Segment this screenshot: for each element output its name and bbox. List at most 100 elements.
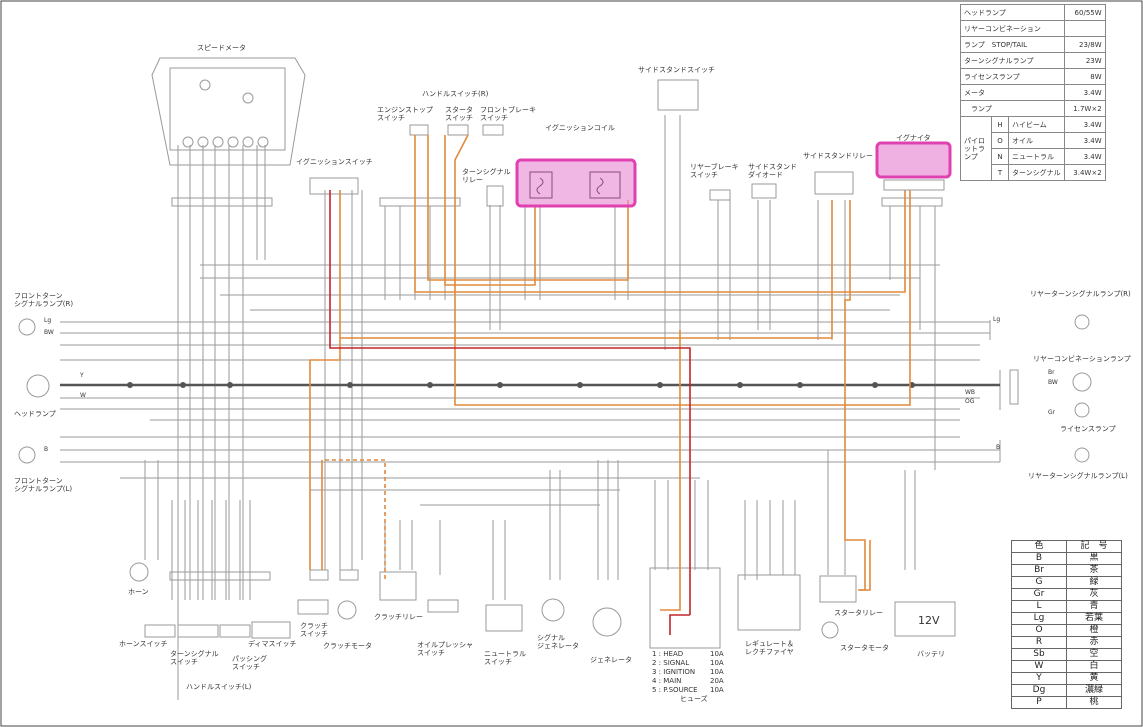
generator-label: ジェネレータ (590, 656, 632, 664)
wire-code: WB (965, 389, 976, 396)
wire-code: B (44, 446, 49, 453)
fuse-item: 2 : SIGNAL 10A (652, 659, 724, 668)
wire-code: Y (80, 372, 84, 379)
speedometer-label: スピードメータ (197, 44, 246, 52)
ignition-switch-label: イグニッションスイッチ (296, 158, 373, 166)
spec-name: ヘッドランプ (960, 4, 1065, 21)
horn-label: ホーン (128, 588, 149, 596)
pilot-value: 3.4W (1063, 116, 1106, 133)
pilot-name: オイル (1008, 132, 1065, 149)
legend-code: P (1011, 696, 1067, 709)
wire-code: BW (44, 329, 54, 336)
front-turn-r-label: フロントターン シグナルランプ(R) (14, 292, 74, 308)
pilot-value: 3.4W (1063, 148, 1106, 165)
neutral-switch-label: ニュートラル スイッチ (484, 650, 526, 666)
fuse-label: 2 : SIGNAL (652, 659, 690, 667)
spec-name: ライセンスランプ (960, 68, 1065, 85)
legend-code: G (1011, 576, 1067, 589)
legend-header: 色記 号 (1011, 540, 1122, 553)
fuse-label: 1 : HEAD (652, 650, 684, 658)
wire-code: Lg (44, 317, 52, 324)
wire-code: Gr (1048, 409, 1056, 416)
legend-code: Sb (1011, 648, 1067, 661)
engine-stop-switch-label: エンジンストップ スイッチ (377, 106, 433, 122)
fuse-rating: 10A (710, 659, 724, 667)
legend-color-name: 空 (1066, 648, 1122, 661)
fuse-label: 4 : MAIN (652, 677, 682, 685)
legend-code: Lg (1011, 612, 1067, 625)
dimmer-switch-label: ディマスイッチ (248, 640, 297, 648)
starter-motor-label: スタータモータ (840, 644, 889, 652)
legend-color-name: 黒 (1066, 552, 1122, 565)
wire-code: OG (965, 398, 975, 405)
starter-switch-label: スタータ スイッチ (445, 106, 473, 122)
legend-color-name: 灰 (1066, 588, 1122, 601)
spec-value: 23/8W (1063, 36, 1106, 53)
turn-signal-relay-label: ターンシグナル リレー (462, 168, 511, 184)
wire-code: BW (1048, 379, 1058, 386)
signal-generator-label: シグナル ジェネレータ (537, 634, 579, 650)
legend-code: Dg (1011, 684, 1067, 697)
clutch-switch-label: クラッチ スイッチ (300, 622, 328, 638)
pilot-code: N (991, 148, 1009, 165)
spec-name: ランプ STOP/TAIL (960, 36, 1065, 53)
side-stand-switch-label: サイドスタンドスイッチ (638, 66, 715, 74)
spec-name: メータ (960, 84, 1065, 101)
legend-code: R (1011, 636, 1067, 649)
spec-value: 8W (1063, 68, 1106, 85)
fuse-rating: 10A (710, 650, 724, 658)
pilot-name: ニュートラル (1008, 148, 1065, 165)
passing-switch-label: パッシング スイッチ (232, 655, 267, 671)
spec-value: 1.7W×2 (1063, 100, 1106, 117)
turn-signal-switch-label: ターンシグナル スイッチ (170, 650, 219, 666)
spec-name: ランプ (960, 100, 1065, 117)
wire-code: Br (1048, 369, 1055, 376)
legend-color-name: 茶 (1066, 564, 1122, 577)
legend-color-name: 若葉 (1066, 612, 1122, 625)
rear-turn-r-label: リヤーターンシグナルランプ(R) (1030, 290, 1131, 298)
legend-color-name: 濃緑 (1066, 684, 1122, 697)
spec-value: 3.4W (1063, 84, 1106, 101)
wire-code: W (80, 392, 86, 399)
spec-value: 60/55W (1063, 4, 1106, 21)
oil-pressure-switch-label: オイルプレッシャ スイッチ (417, 641, 473, 657)
horn-switch-label: ホーンスイッチ (119, 640, 168, 648)
battery-voltage: 12V (918, 614, 940, 627)
wire-code: B (996, 444, 1001, 451)
clutch-motor-label: クラッチモータ (323, 642, 372, 650)
handle-switch-l-label: ハンドルスイッチ(L) (186, 683, 252, 691)
legend-color-name: 青 (1066, 600, 1122, 613)
battery-label: バッテリ (917, 650, 945, 658)
legend-code: L (1011, 600, 1067, 613)
legend-code: Br (1011, 564, 1067, 577)
legend-header-cell: 記 号 (1066, 540, 1122, 553)
pilot-header: パイロットランプ (960, 116, 992, 181)
front-brake-switch-label: フロントブレーキ スイッチ (480, 106, 536, 122)
starter-relay-label: スタータリレー (834, 609, 883, 617)
fuse-caption: ヒューズ (680, 695, 708, 703)
front-turn-l-label: フロントターン シグナルランプ(L) (14, 477, 73, 493)
wire-code: Lg (993, 316, 1001, 323)
